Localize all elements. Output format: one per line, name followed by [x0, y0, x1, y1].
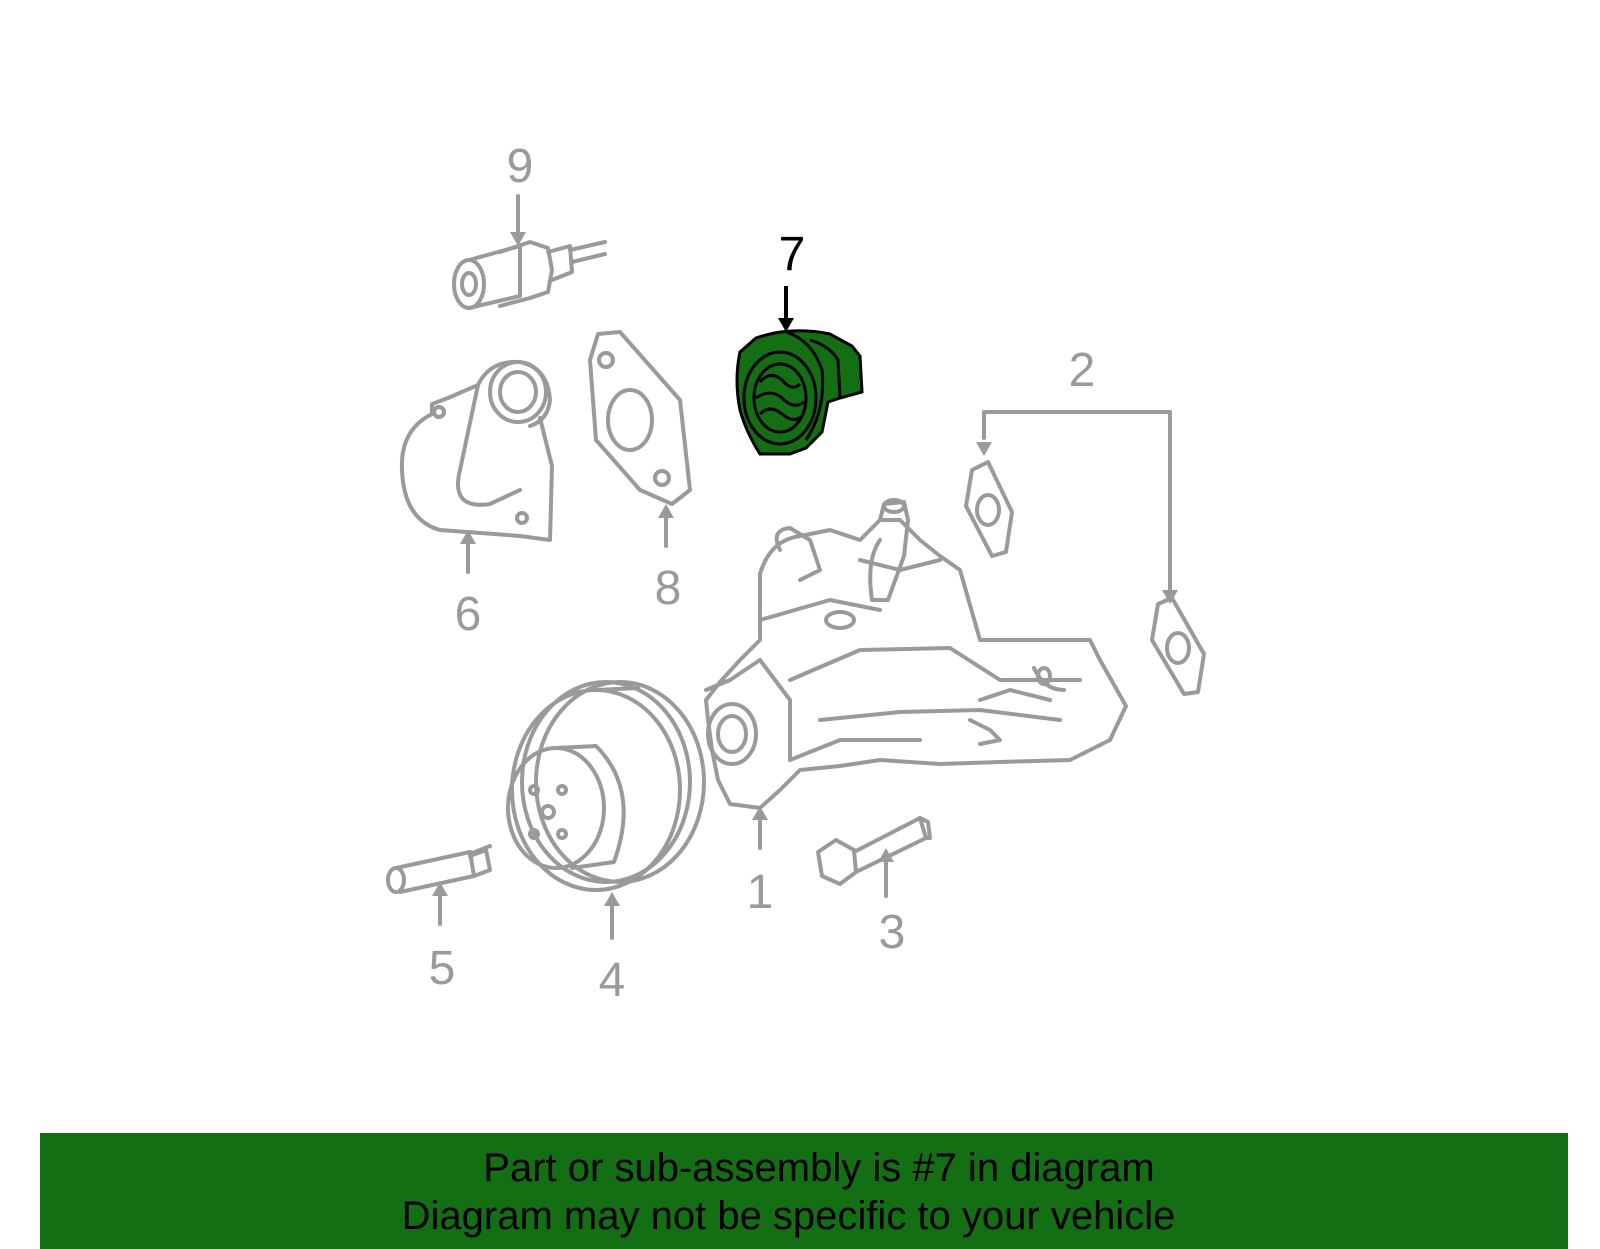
part-6-thermostat-housing — [399, 359, 554, 574]
caption-line-2: Diagram may not be specific to your vehi… — [401, 1194, 1176, 1238]
part-2-gaskets — [964, 410, 1206, 696]
callout-6: 6 — [455, 588, 482, 641]
part-4-pulley — [506, 680, 706, 940]
callout-9: 9 — [507, 140, 534, 193]
part-9-sensor — [452, 194, 607, 310]
part-7-highlighted — [735, 286, 864, 456]
callout-1: 1 — [747, 866, 774, 919]
callout-4: 4 — [599, 954, 626, 1007]
callout-8: 8 — [655, 562, 682, 615]
caption-line-1: Part or sub-assembly is #7 in diagram — [483, 1146, 1155, 1190]
callout-3: 3 — [879, 906, 906, 959]
callout-5: 5 — [429, 942, 456, 995]
part-3-bolt — [816, 816, 932, 898]
part-8-gasket — [588, 330, 692, 548]
caption-bar: Part or sub-assembly is #7 in diagram Di… — [40, 1133, 1568, 1249]
part-1-water-pump — [704, 498, 1128, 850]
callout-2: 2 — [1069, 344, 1096, 397]
part-5-stud — [386, 844, 492, 926]
callout-7: 7 — [779, 228, 806, 281]
